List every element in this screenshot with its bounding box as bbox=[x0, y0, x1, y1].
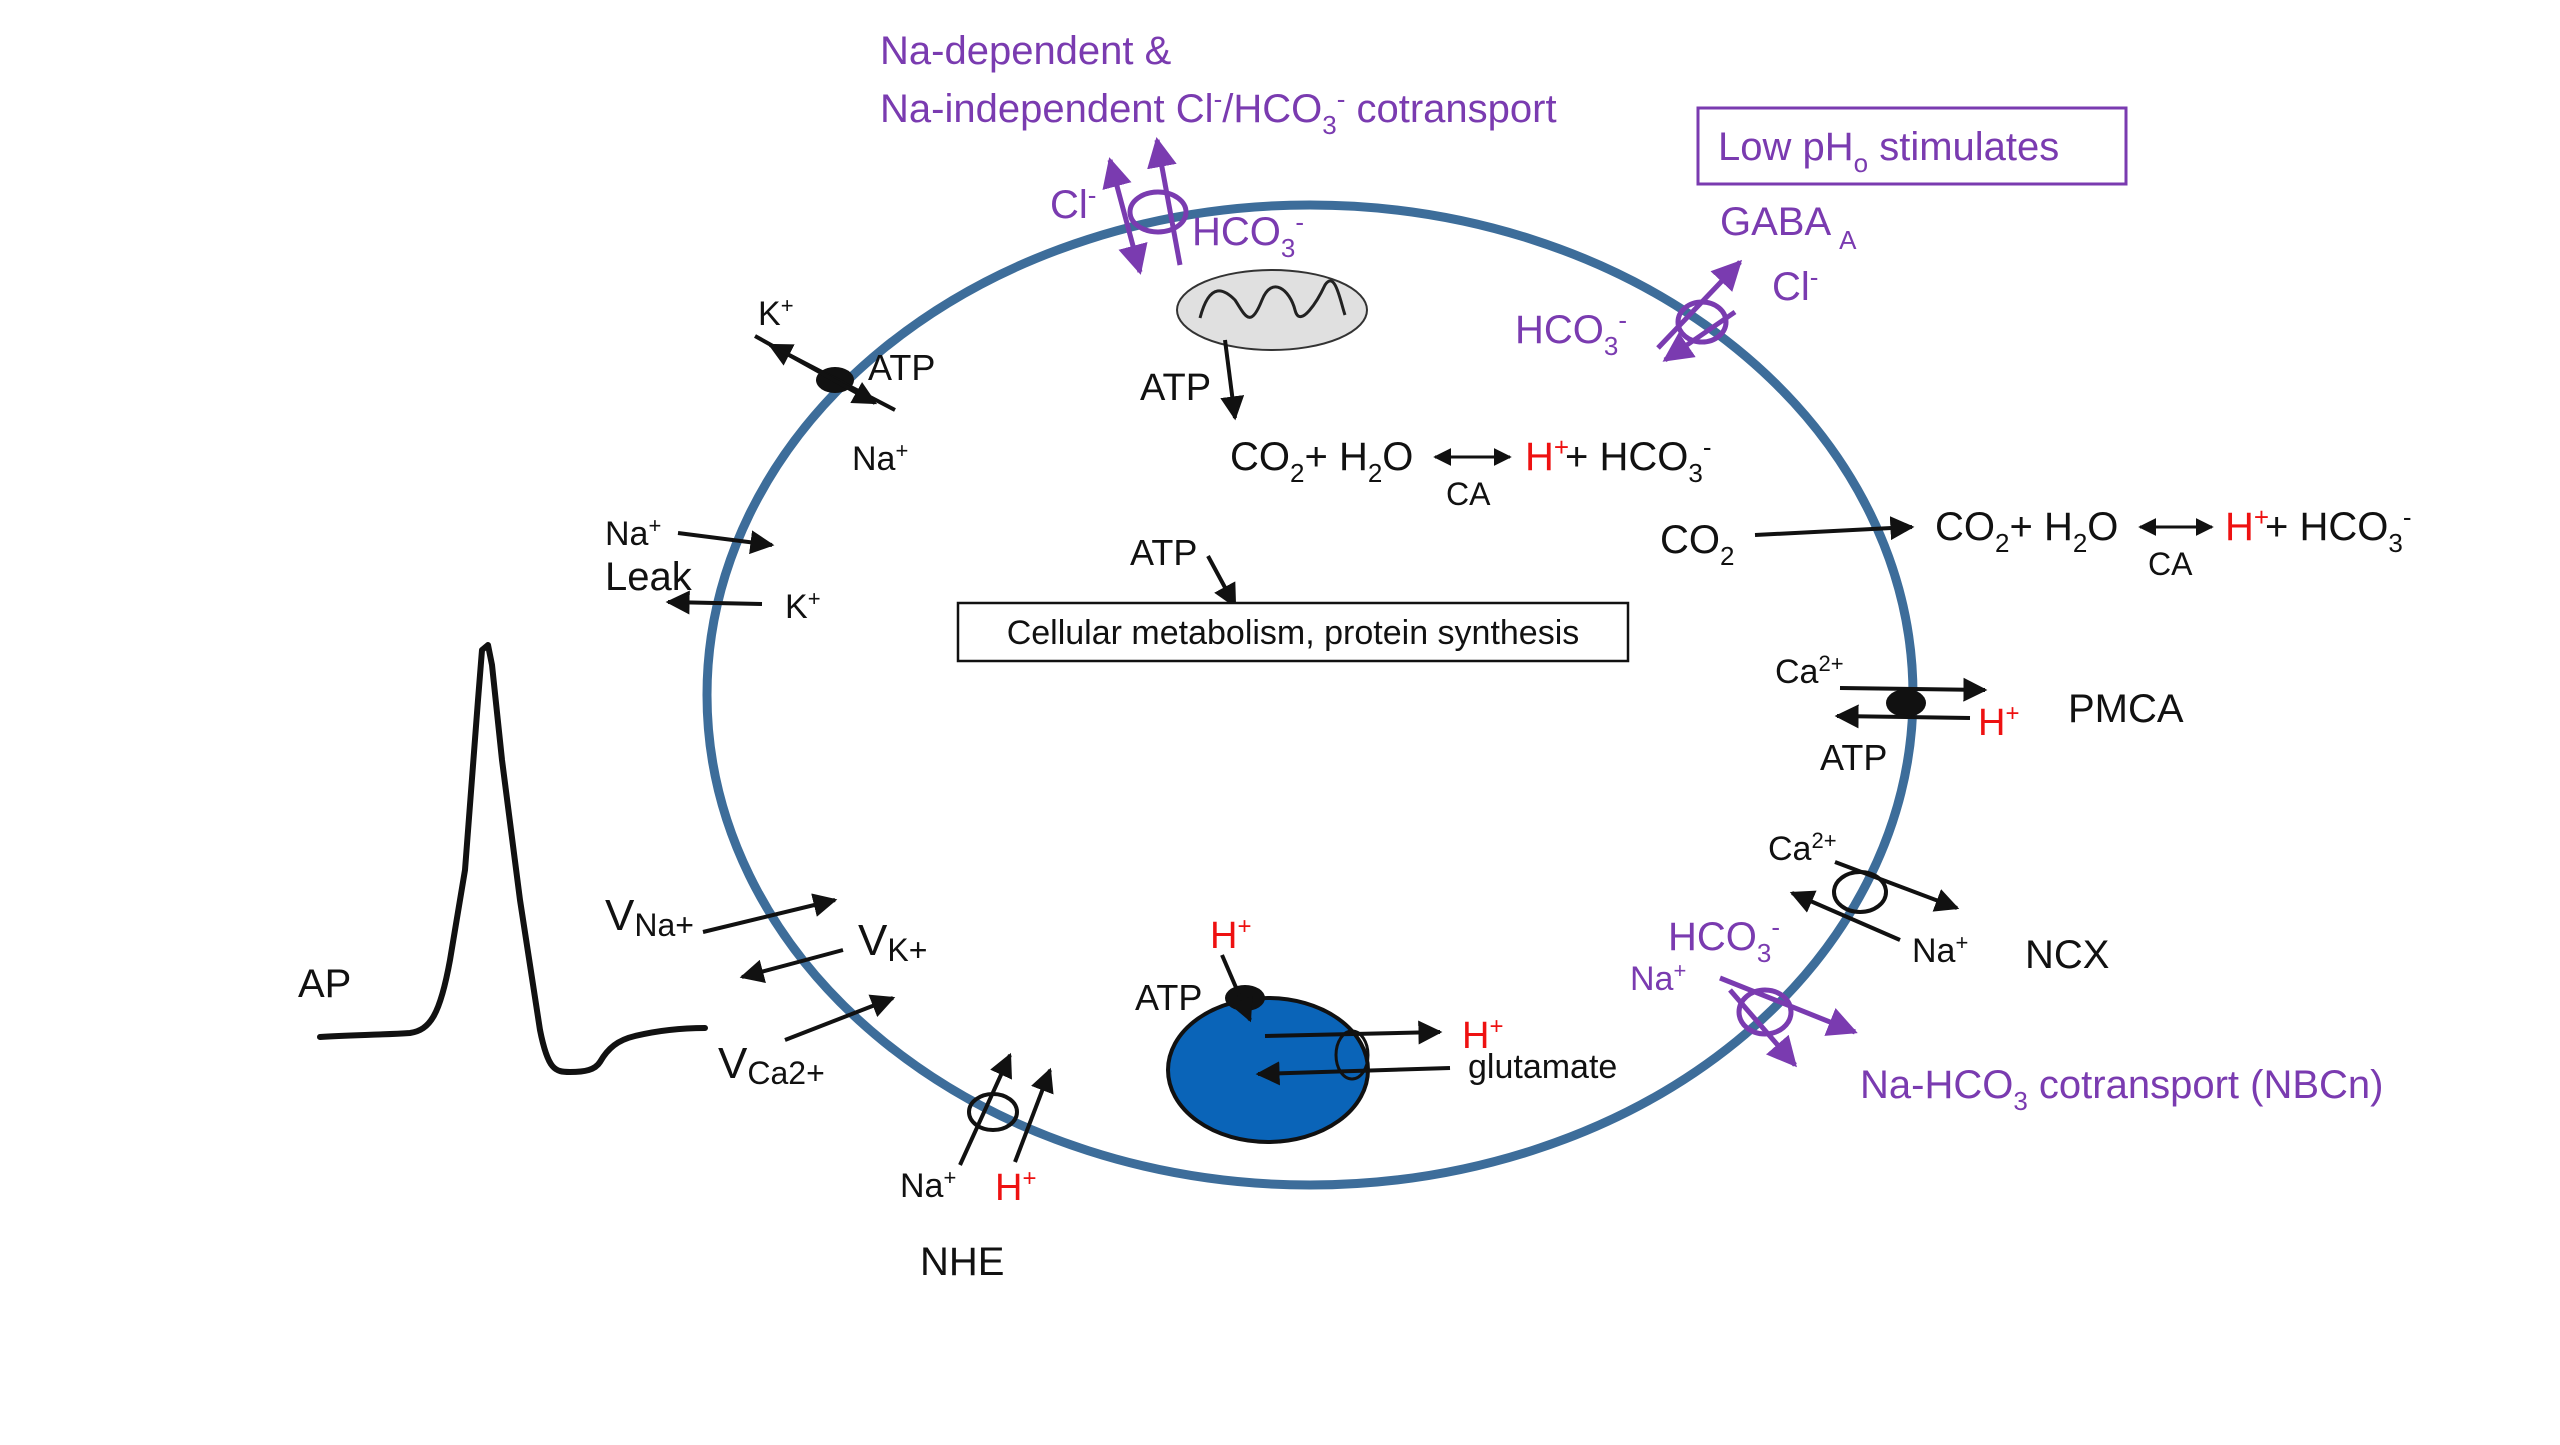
cotransport-title-line2: Na-independent Cl-/HCO3- cotransport bbox=[880, 84, 1557, 140]
internal-proton: H+ bbox=[1525, 432, 1569, 479]
nhe-na-arrow bbox=[958, 1052, 1012, 1166]
internal-reaction-left: CO2+ H2O bbox=[1230, 435, 1413, 488]
mitochondrion: ATP bbox=[1140, 269, 1368, 421]
co2-exit-label: CO2 bbox=[1660, 518, 1734, 571]
leak-k-arrow bbox=[665, 590, 763, 615]
low-ph-box: Low pHo stimulates bbox=[1696, 106, 2128, 186]
ncx-label: NCX bbox=[2025, 933, 2109, 977]
nbcn-label: Na-HCO3 cotransport (NBCn) bbox=[1860, 1063, 2383, 1116]
vesicle-glutamate-arrow bbox=[1255, 1061, 1451, 1086]
pmca-pump: Ca2+ H+ ATP PMCA bbox=[1775, 651, 2184, 778]
leak-label: Leak bbox=[605, 555, 693, 599]
leak-na-label: Na+ bbox=[605, 513, 661, 553]
internal-reaction: CO2+ H2O CA H+ + HCO3- bbox=[1230, 432, 1712, 512]
pmca-h-arrow bbox=[1834, 704, 1971, 729]
external-proton: H+ bbox=[2225, 502, 2269, 549]
metabolism-text: Cellular metabolism, protein synthesis bbox=[1007, 614, 1580, 652]
voltage-gated-channels: VNa+ VK+ VCa2+ bbox=[605, 891, 927, 1091]
mito-atp-arrow bbox=[1220, 339, 1245, 421]
hco3-ion-label: HCO3- bbox=[1192, 207, 1304, 263]
leak-k-label: K+ bbox=[785, 586, 821, 626]
hco3-arrow bbox=[1147, 137, 1183, 266]
nbcn-na-arrow bbox=[1728, 988, 1797, 1068]
internal-ca-label: CA bbox=[1446, 476, 1491, 512]
vesicle-proton-arrow bbox=[1220, 954, 1253, 1023]
external-ca-label: CA bbox=[2148, 546, 2193, 582]
ncx-na-arrow bbox=[1789, 890, 1901, 942]
ncx-exchanger: Ca2+ Na+ NCX bbox=[1768, 828, 2109, 977]
cl-arrow bbox=[1102, 157, 1148, 275]
nhe-h-arrow bbox=[1013, 1067, 1054, 1163]
external-bicarbonate: + HCO3- bbox=[2265, 502, 2412, 558]
vesicle-atp-label: ATP bbox=[1135, 977, 1202, 1018]
external-reaction-left: CO2+ H2O bbox=[1935, 505, 2118, 558]
cl-hco3-cotransporter: Na-dependent & Na-independent Cl-/HCO3- … bbox=[880, 29, 1557, 275]
action-potential: AP bbox=[298, 642, 708, 1075]
pmca-label: PMCA bbox=[2068, 687, 2184, 731]
nhe-h-label: H+ bbox=[995, 1165, 1036, 1209]
gaba-hco3-label: HCO3- bbox=[1515, 305, 1627, 361]
pmca-dot bbox=[1886, 689, 1926, 717]
cl-ion-label: Cl- bbox=[1050, 180, 1096, 227]
low-ph-text: Low pHo stimulates bbox=[1718, 125, 2059, 178]
pmca-h-label: H+ bbox=[1978, 700, 2019, 744]
leak-channels: Na+ Leak K+ bbox=[605, 513, 821, 626]
ncx-ca-label: Ca2+ bbox=[1768, 828, 1837, 868]
vna-label: VNa+ bbox=[605, 891, 694, 943]
vk-label: VK+ bbox=[858, 916, 927, 968]
ap-label: AP bbox=[298, 962, 351, 1006]
na-k-atpase: K+ ATP Na+ bbox=[754, 293, 935, 478]
vesicle-top-proton: H+ bbox=[1210, 913, 1251, 957]
cotransport-title-line1: Na-dependent & bbox=[880, 29, 1172, 73]
nbcn-hco3-arrow bbox=[1719, 975, 1858, 1036]
vesicle-h-out-arrow bbox=[1264, 1020, 1443, 1045]
pmca-atp-label: ATP bbox=[1820, 737, 1887, 778]
metabolism-atp-label: ATP bbox=[1130, 532, 1197, 573]
pmca-ca-arrow bbox=[1839, 677, 1988, 702]
vna-arrow bbox=[702, 893, 838, 934]
pmca-ca-label: Ca2+ bbox=[1775, 651, 1844, 691]
ap-trace bbox=[317, 642, 708, 1075]
pump-k-label: K+ bbox=[758, 293, 794, 333]
metabolism: ATP Cellular metabolism, protein synthes… bbox=[956, 532, 1630, 663]
synaptic-vesicle: H+ ATP H+ glutamate bbox=[1135, 913, 1617, 1144]
nbcn-cotransporter: HCO3- Na+ Na-HCO3 cotransport (NBCn) bbox=[1630, 912, 2383, 1116]
pump-atp-label: ATP bbox=[868, 347, 935, 388]
vk-arrow bbox=[739, 948, 844, 984]
gaba-hco3-arrow bbox=[1662, 309, 1737, 363]
nbcn-hco3-label: HCO3- bbox=[1668, 912, 1780, 968]
gaba-cl-label: Cl- bbox=[1772, 262, 1818, 309]
leak-na-arrow bbox=[677, 530, 775, 555]
internal-bicarbonate: + HCO3- bbox=[1565, 432, 1712, 488]
metabolism-atp-arrow bbox=[1206, 555, 1237, 609]
nhe-label: NHE bbox=[920, 1240, 1004, 1284]
metabolism-box bbox=[956, 601, 1630, 663]
mito-atp-label: ATP bbox=[1140, 367, 1211, 409]
pump-na-label: Na+ bbox=[852, 438, 908, 478]
nbcn-na-label: Na+ bbox=[1630, 958, 1686, 998]
nhe-na-label: Na+ bbox=[900, 1165, 956, 1205]
vca-arrow bbox=[784, 994, 896, 1042]
nhe-exchanger: Na+ H+ NHE bbox=[900, 1052, 1054, 1284]
vca-label: VCa2+ bbox=[718, 1039, 825, 1091]
ncx-na-label: Na+ bbox=[1912, 930, 1968, 970]
external-reaction: CO2 CO2+ H2O CA H+ + HCO3- bbox=[1660, 502, 2412, 582]
vesicle-transporter bbox=[1334, 1029, 1370, 1081]
vesicle-glutamate-label: glutamate bbox=[1468, 1048, 1617, 1086]
co2-exit-arrow bbox=[1754, 516, 1915, 541]
vesicle-h-label: H+ bbox=[1462, 1013, 1503, 1057]
mitochondrion-body bbox=[1176, 269, 1368, 351]
cotransporter-ring bbox=[1127, 189, 1189, 235]
mitochondrion-crista bbox=[1198, 279, 1347, 319]
na-out-arrow bbox=[754, 334, 878, 405]
ncx-ca-arrow bbox=[1834, 860, 1960, 912]
